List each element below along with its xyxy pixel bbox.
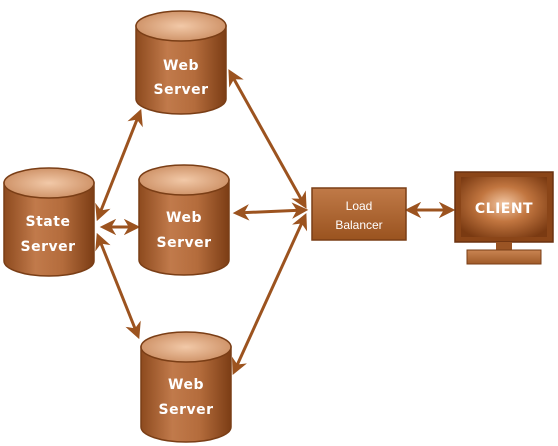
client-monitor: CLIENT: [454, 171, 554, 265]
arrow-web-top-to-load-balancer: [228, 69, 307, 209]
arrow-state-to-web-top: [95, 108, 143, 222]
arrow-state-to-web-bottom: [95, 232, 141, 340]
state-server-label-line2: Server: [20, 239, 75, 255]
web-server-top-label-line2: Server: [153, 82, 208, 98]
client-label: CLIENT: [475, 201, 533, 217]
connections: [95, 69, 456, 376]
arrow-web-bottom-to-load-balancer: [231, 212, 308, 376]
web-server-top-label-line1: Web: [163, 58, 199, 74]
load-balancer: Load Balancer: [311, 187, 407, 241]
web-server-bottom-label-line1: Web: [168, 377, 204, 393]
web-server-middle-label-line1: Web: [166, 210, 202, 226]
web-server-middle: Web Server: [138, 164, 230, 276]
arrow-web-middle-to-load-balancer: [232, 202, 309, 221]
state-server: State Server: [3, 167, 95, 277]
load-balancer-label-line1: Load: [346, 199, 373, 213]
state-server-label-line1: State: [26, 214, 71, 230]
web-server-top: Web Server: [135, 10, 227, 115]
web-server-middle-label-line2: Server: [156, 235, 211, 251]
web-server-bottom: Web Server: [140, 331, 232, 443]
web-server-bottom-label-line2: Server: [158, 402, 213, 418]
load-balancer-label-line2: Balancer: [335, 218, 382, 232]
